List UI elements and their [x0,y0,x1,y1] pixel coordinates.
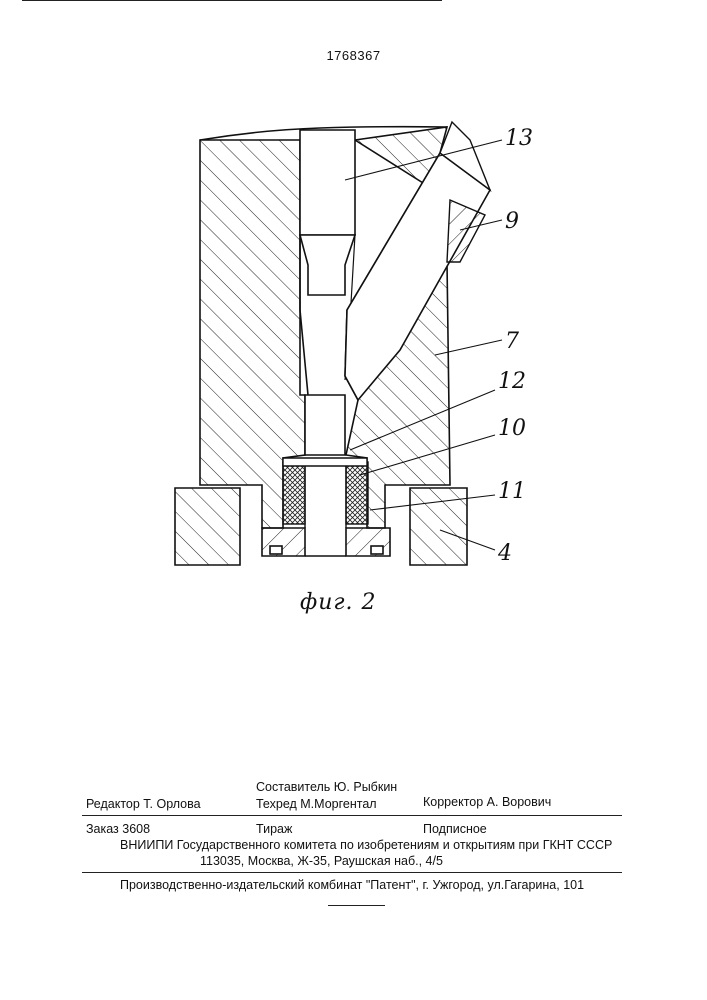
callout-7: 7 [505,329,519,354]
publisher: Производственно-издательский комбинат "П… [120,878,584,892]
circulation: Тираж [256,822,292,836]
order: Заказ 3608 [86,822,150,836]
editor: Редактор Т. Орлова [86,797,201,811]
seal-ring-10 [283,458,368,528]
institute: ВНИИПИ Государственного комитета по изоб… [120,838,612,852]
corrector: Корректор А. Ворович [423,795,551,809]
rule-3 [328,905,385,906]
techred: Техред М.Моргентал [256,797,377,811]
nut [262,528,390,556]
compiler: Составитель Ю. Рыбкин [256,780,397,794]
flange-4 [175,488,467,565]
rule-2 [82,872,622,873]
callout-13: 13 [505,126,533,151]
subscription: Подписное [423,822,487,836]
bore-13 [300,130,355,455]
callout-4: 4 [497,541,512,566]
callout-9: 9 [505,209,519,234]
rule-1 [82,815,622,816]
figure-caption: фиг. 2 [300,590,377,615]
callout-11: 11 [498,479,526,504]
address: 113035, Москва, Ж-35, Раушская наб., 4/5 [200,854,443,868]
callout-12: 12 [498,369,526,394]
callout-10: 10 [498,416,526,441]
